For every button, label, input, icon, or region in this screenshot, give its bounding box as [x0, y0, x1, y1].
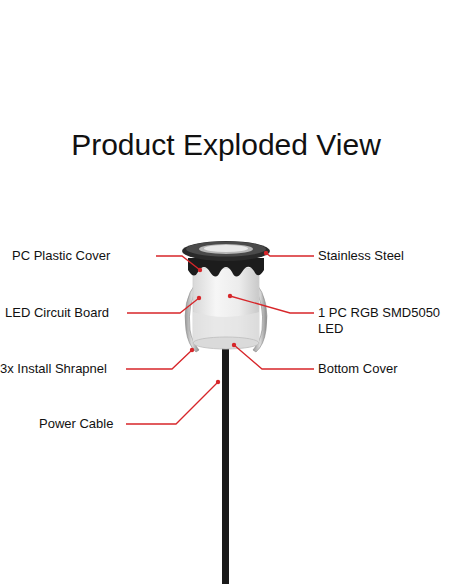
- leader-line: [126, 350, 192, 369]
- leader-dot: [228, 294, 232, 298]
- leader-line: [230, 296, 314, 313]
- led-body: [193, 268, 259, 348]
- leader-dot: [216, 380, 220, 384]
- power-cable: [222, 340, 229, 584]
- part-label: PC Plastic Cover: [12, 248, 157, 264]
- leader-dot: [190, 348, 194, 352]
- leader-line: [126, 382, 218, 424]
- leader-line: [266, 253, 314, 256]
- leader-line: [156, 256, 200, 270]
- lens-highlight: [204, 245, 248, 252]
- leader-dot: [198, 268, 202, 272]
- part-label: 3x Install Shrapnel: [0, 361, 128, 377]
- leader-dot: [232, 343, 236, 347]
- diagram-title: Product Exploded View: [0, 128, 452, 162]
- leader-dot: [197, 296, 201, 300]
- leader-dot: [264, 251, 268, 255]
- part-label: Bottom Cover: [318, 361, 448, 377]
- bottom-cover: [193, 337, 259, 349]
- leader-lines: [126, 253, 314, 424]
- led-body-lower: [193, 312, 259, 348]
- leader-line: [234, 345, 314, 369]
- part-label: Stainless Steel: [318, 248, 448, 264]
- leader-dots: [190, 251, 268, 384]
- leader-line: [127, 298, 199, 313]
- part-label: 1 PC RGB SMD5050 LED: [318, 305, 446, 337]
- part-label: LED Circuit Board: [5, 305, 130, 321]
- steel-flange: [182, 241, 270, 261]
- part-label: Power Cable: [39, 416, 129, 432]
- lens: [199, 244, 253, 254]
- steel-flange-top: [186, 242, 266, 257]
